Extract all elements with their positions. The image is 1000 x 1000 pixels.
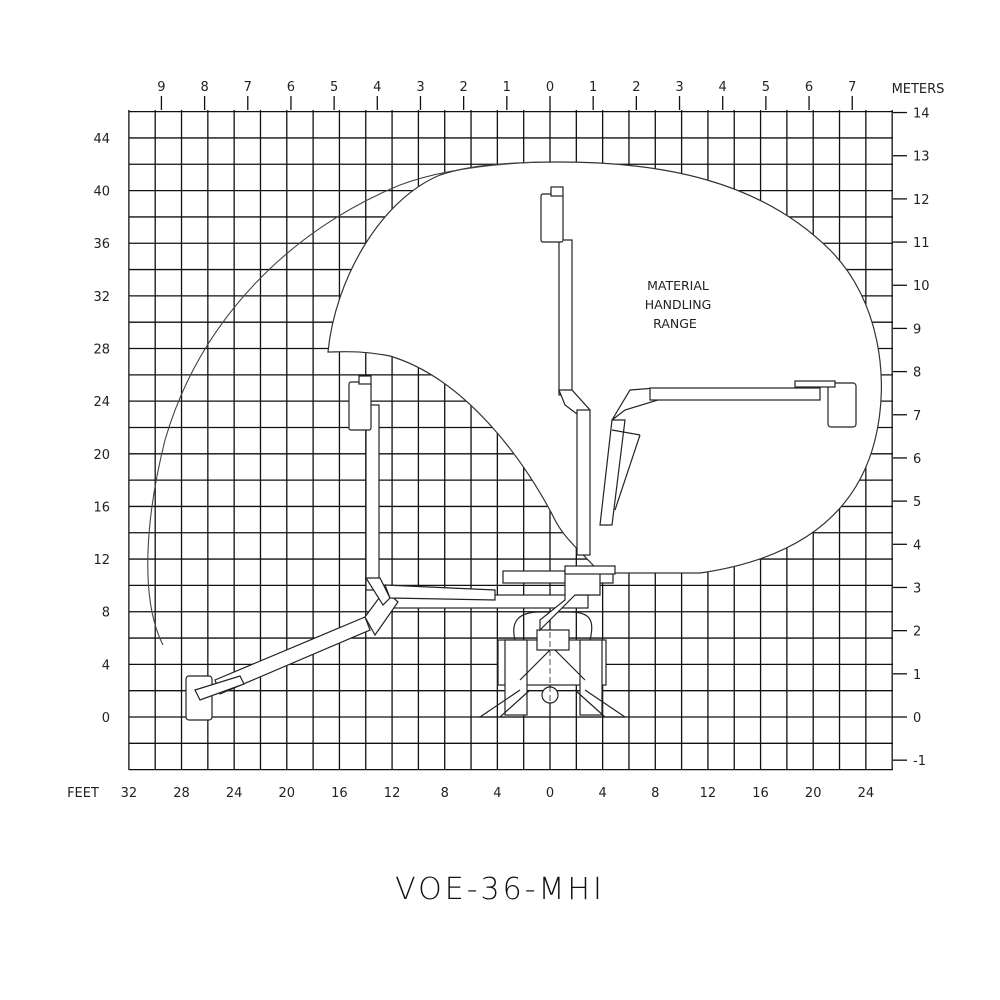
machine-base (478, 560, 626, 730)
tick-label: 24 (858, 786, 875, 801)
tick-label: 14 (913, 107, 930, 122)
model-title: VOE-36-MHI (395, 872, 605, 907)
svg-text:RANGE: RANGE (653, 316, 697, 331)
tick-label: 20 (279, 786, 296, 801)
tick-label: 4 (102, 658, 110, 673)
tick-label: 7 (848, 80, 856, 95)
tick-label: 8 (651, 786, 659, 801)
tick-label: 12 (700, 786, 717, 801)
tick-label: 8 (200, 80, 208, 95)
svg-text:HANDLING: HANDLING (645, 297, 712, 312)
tick-label: 40 (93, 185, 110, 200)
material-handling-range-label: MATERIAL HANDLING RANGE (645, 278, 712, 331)
boom-position-full-vertical (540, 186, 591, 556)
tick-label: 4 (913, 538, 921, 553)
tick-label: -1 (913, 754, 926, 769)
svg-text:MATERIAL: MATERIAL (647, 278, 709, 293)
tick-label: 8 (913, 366, 921, 381)
tick-label: 12 (913, 193, 930, 208)
tick-label: 6 (913, 452, 921, 467)
turntable (387, 565, 616, 632)
boom-position-lowered (185, 589, 399, 721)
tick-label: 2 (632, 80, 640, 95)
tick-label: 5 (913, 495, 921, 510)
tick-label: 44 (93, 132, 110, 147)
tick-label: 6 (287, 80, 295, 95)
tick-label: 20 (93, 448, 110, 463)
tick-label: 13 (913, 150, 930, 165)
tick-label: 12 (384, 786, 401, 801)
tick-label: 5 (762, 80, 770, 95)
tick-label: 8 (441, 786, 449, 801)
boom-position-left-vertical (348, 375, 496, 606)
tick-label: 8 (102, 606, 110, 621)
tick-label: 1 (503, 80, 511, 95)
tick-label: 2 (913, 625, 921, 640)
tick-label: 16 (93, 500, 110, 515)
tick-label: 12 (93, 553, 110, 568)
tick-label: 10 (913, 279, 930, 294)
tick-label: 36 (93, 237, 110, 252)
tick-label: 24 (93, 395, 110, 410)
boom-position-horizontal-reach (599, 380, 857, 526)
tick-label: 3 (675, 80, 683, 95)
tick-label: 4 (373, 80, 381, 95)
tick-label: 1 (589, 80, 597, 95)
tick-label: 16 (331, 786, 348, 801)
tick-label: 0 (546, 786, 554, 801)
tick-label: 3 (416, 80, 424, 95)
tick-label: 9 (913, 322, 921, 337)
tick-label: 5 (330, 80, 338, 95)
tick-label: 20 (805, 786, 822, 801)
tick-label: 7 (913, 409, 921, 424)
tick-label: FEET (67, 786, 99, 801)
tick-label: 16 (752, 786, 769, 801)
tick-label: 7 (244, 80, 252, 95)
tick-label: 11 (913, 236, 930, 251)
tick-label: 4 (719, 80, 727, 95)
tick-label: 28 (173, 786, 190, 801)
tick-label: 32 (121, 786, 138, 801)
tick-label: 24 (226, 786, 243, 801)
tick-label: 28 (93, 343, 110, 358)
tick-label: 4 (598, 786, 606, 801)
outer-reach-curve (147, 161, 541, 646)
tick-label: 4 (493, 786, 501, 801)
tick-label: 0 (546, 80, 554, 95)
tick-label: 6 (805, 80, 813, 95)
tick-label: 3 (913, 581, 921, 596)
tick-label: 2 (460, 80, 468, 95)
tick-label: 1 (913, 668, 921, 683)
tick-label: 32 (93, 290, 110, 305)
tick-label: 0 (913, 711, 921, 726)
tick-label: 0 (102, 711, 110, 726)
tick-label: 9 (157, 80, 165, 95)
tick-label: METERS (892, 82, 945, 97)
